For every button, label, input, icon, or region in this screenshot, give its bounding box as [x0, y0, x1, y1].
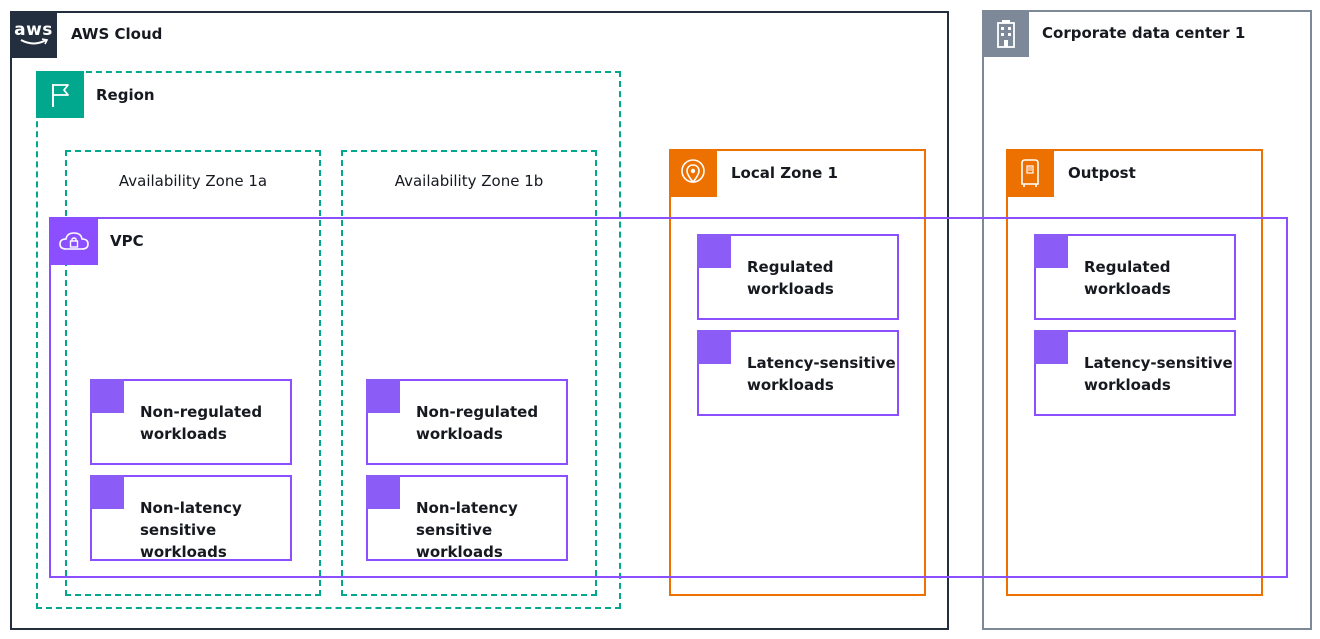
- workload-icon: [1034, 234, 1068, 268]
- workload-line2: workloads: [416, 425, 503, 443]
- outpost-label: Outpost: [1068, 164, 1136, 182]
- availability-zone-1b-label: Availability Zone 1b: [394, 172, 544, 190]
- workload-line2: workloads: [747, 280, 834, 298]
- availability-zone-1b: [341, 150, 597, 596]
- workload-icon: [697, 234, 731, 268]
- workload-non-latency-az1b: Non-latency sensitive workloads: [366, 475, 568, 561]
- workload-icon: [697, 330, 731, 364]
- availability-zone-1a-label: Availability Zone 1a: [118, 172, 268, 190]
- workload-line1: Regulated: [747, 258, 834, 276]
- aws-cloud-label: AWS Cloud: [71, 25, 163, 43]
- vpc-group: [49, 217, 1288, 578]
- workload-line1: Non-latency: [140, 499, 242, 517]
- workload-line1: Latency-sensitive: [1084, 354, 1233, 372]
- workload-icon: [366, 475, 400, 509]
- aws-logo-icon: aws: [10, 11, 57, 58]
- corporate-data-center-group: [982, 10, 1312, 630]
- workload-line1: Regulated: [1084, 258, 1171, 276]
- region-group: [36, 71, 621, 609]
- workload-line1: Latency-sensitive: [747, 354, 896, 372]
- workload-line1: Non-latency: [416, 499, 518, 517]
- workload-line2: workloads: [1084, 280, 1171, 298]
- workload-regulated-local-zone: Regulated workloads: [697, 234, 899, 320]
- building-icon: [982, 10, 1029, 57]
- workload-latency-sensitive-outpost: Latency-sensitive workloads: [1034, 330, 1236, 416]
- workload-icon: [90, 475, 124, 509]
- outpost-group: [1006, 149, 1263, 596]
- workload-line1: Non-regulated: [140, 403, 263, 421]
- workload-non-regulated-az1a: Non-regulated workloads: [90, 379, 292, 465]
- workload-line2: sensitive workloads: [416, 521, 503, 561]
- workload-icon: [366, 379, 400, 413]
- availability-zone-1a: [65, 150, 321, 596]
- local-zone-group: [669, 149, 926, 596]
- region-label: Region: [96, 86, 155, 104]
- workload-icon: [1034, 330, 1068, 364]
- local-zone-location-icon: [669, 149, 717, 197]
- workload-line1: Non-regulated: [416, 403, 539, 421]
- aws-cloud-group: [10, 11, 949, 630]
- workload-regulated-outpost: Regulated workloads: [1034, 234, 1236, 320]
- workload-latency-sensitive-local-zone: Latency-sensitive workloads: [697, 330, 899, 416]
- workload-non-latency-az1a: Non-latency sensitive workloads: [90, 475, 292, 561]
- vpc-label: VPC: [110, 232, 144, 250]
- workload-icon: [90, 379, 124, 413]
- workload-line2: workloads: [140, 425, 227, 443]
- region-flag-icon: [36, 71, 84, 118]
- vpc-cloud-lock-icon: [49, 217, 98, 265]
- workload-line2: sensitive workloads: [140, 521, 227, 561]
- workload-line2: workloads: [747, 376, 834, 394]
- local-zone-label: Local Zone 1: [731, 164, 838, 182]
- workload-non-regulated-az1b: Non-regulated workloads: [366, 379, 568, 465]
- corporate-data-center-label: Corporate data center 1: [1042, 24, 1246, 42]
- workload-line2: workloads: [1084, 376, 1171, 394]
- outpost-rack-icon: [1006, 149, 1054, 197]
